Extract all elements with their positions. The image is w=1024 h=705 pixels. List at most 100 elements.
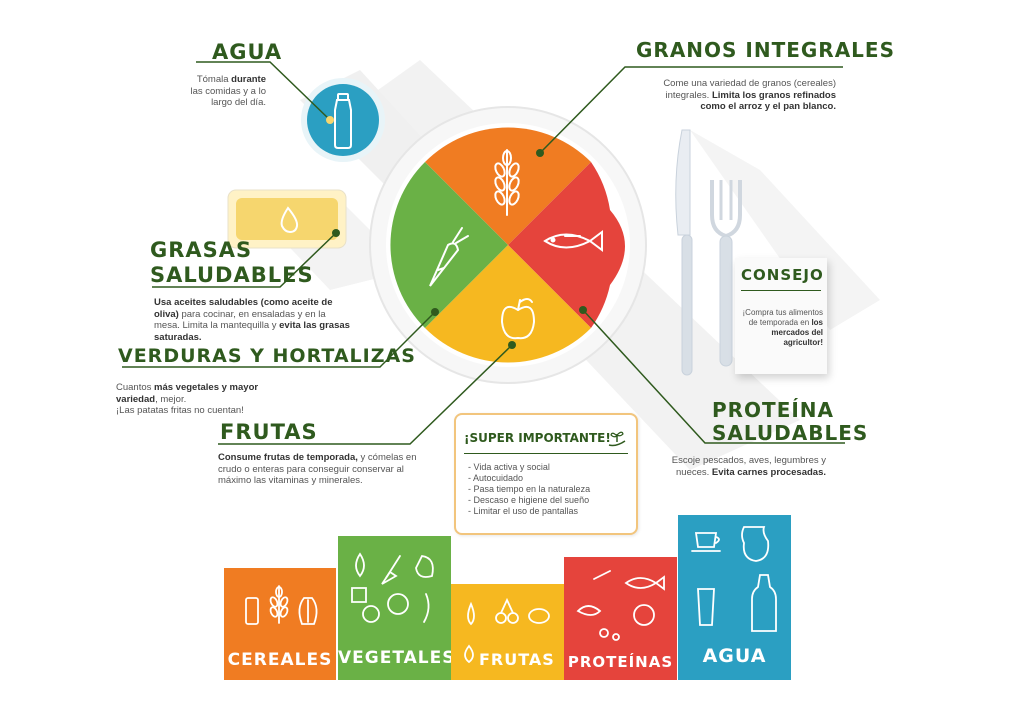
fruit-section — [425, 245, 591, 363]
frutas-text-bold: Consume frutas de temporada, — [218, 452, 358, 463]
grasas-text-bold1: Usa aceites saludables (como aceite de o… — [154, 297, 333, 320]
bar-proteinas: PROTEÍNAS — [564, 557, 677, 680]
vegetales-icons — [351, 552, 434, 623]
carrot-icon — [429, 227, 469, 287]
eggplant-icon — [362, 605, 380, 623]
grasas-text: Usa aceites saludables (como aceite de o… — [154, 297, 354, 343]
frutas-text: Consume frutas de temporada, y cómelas e… — [218, 452, 428, 487]
bar-label-cereales: CEREALES — [227, 650, 333, 670]
dot-verduras — [431, 308, 439, 316]
list-item: - Limitar el uso de pantallas — [468, 506, 579, 516]
agua-text: Tómala durante las comidas y a lo largo … — [190, 74, 266, 109]
verduras-text-bold: más vegetales y mayor variedad — [116, 382, 259, 405]
agua-icons — [691, 526, 777, 632]
frutas-text-rest: y cómelas en crudo o enteras para conseg… — [218, 452, 417, 486]
dot-granos — [536, 149, 544, 157]
dot-frutas — [508, 341, 516, 349]
bar-vegetales: VEGETALES — [338, 536, 456, 680]
chicken-icon — [576, 605, 602, 616]
bar-label-frutas: FRUTAS — [479, 650, 555, 669]
granos-text-bold: Limita los granos refinados como el arro… — [700, 89, 836, 113]
consejo-text: ¡Compra tus alimentos de temporada en lo… — [739, 308, 823, 348]
proteina-text: Escoje pescados, aves, legumbres y nuece… — [650, 455, 826, 478]
nuts-icon — [599, 628, 609, 638]
water-bottle-icon — [334, 93, 352, 149]
agua-text-bold: durante — [231, 74, 266, 85]
connector-lines — [122, 61, 845, 445]
protein-section — [508, 162, 625, 328]
consejo-card: CONSEJO ¡Compra tus alimentos de tempora… — [735, 258, 827, 374]
grasas-title-line2: SALUDABLES — [150, 263, 314, 287]
verduras-text-mid: , mejor. — [155, 393, 187, 405]
breadstick-icon — [245, 597, 259, 625]
bar-frutas: FRUTAS — [451, 584, 564, 680]
consejo-text-pre: ¡Compra tus alimentos de temporada en — [742, 308, 823, 327]
plant-hand-icon — [608, 431, 626, 447]
agua-text-pre: Tómala — [196, 74, 232, 85]
cucumber-icon — [423, 593, 430, 623]
corn-icon — [298, 597, 318, 625]
fork-icon — [710, 180, 742, 367]
fish-icon — [543, 230, 603, 252]
super-importante-list: - Vida activa y social - Autocuidado - P… — [468, 462, 590, 517]
verduras-title: VERDURAS Y HORTALIZAS — [118, 345, 416, 367]
wheat-icon — [494, 149, 520, 216]
bar-label-proteinas: PROTEÍNAS — [567, 653, 674, 671]
proteina-title-line1: PROTEÍNA — [712, 398, 835, 422]
super-importante-title: ¡SUPER IMPORTANTE! — [464, 431, 611, 445]
proteina-text-pre: Escoje pescados, aves, legumbres y nuece… — [671, 455, 826, 478]
agua-title: AGUA — [212, 40, 283, 64]
legumes-icon — [633, 604, 655, 626]
granos-title: GRANOS INTEGRALES — [636, 38, 895, 62]
grasas-title-line1: GRASAS — [150, 238, 253, 262]
list-item: - Descaso e higiene del sueño — [468, 495, 590, 505]
butter-dish — [227, 189, 347, 249]
fish-icon — [624, 577, 658, 589]
proteina-text-bold: Evita carnes procesadas. — [711, 466, 826, 478]
granos-text: Come una variedad de granos (cereales) i… — [650, 78, 836, 113]
verduras-text-line3: ¡Las patatas fritas no cuentan! — [116, 405, 244, 416]
drop-icon — [280, 206, 299, 234]
jug-icon — [741, 526, 770, 562]
onion-icon — [355, 552, 365, 578]
dot-grasas — [332, 229, 340, 237]
list-item: - Pasa tiempo en la naturaleza — [468, 484, 591, 494]
bar-label-vegetales: VEGETALES — [338, 648, 456, 668]
bottle-icon — [751, 574, 777, 632]
pear-icon — [467, 601, 475, 626]
consejo-text-bold: los mercados del agricultor! — [771, 318, 823, 347]
lemon-icon — [528, 608, 550, 624]
super-importante-box: ¡SUPER IMPORTANTE! - Vida activa y socia… — [454, 413, 638, 535]
bar-label-agua: AGUA — [702, 645, 767, 667]
granos-text-pre: Come una variedad de granos (cereales) i… — [663, 78, 836, 101]
agua-text-rest: las comidas y a lo largo del día. — [190, 85, 266, 109]
glass-icon — [697, 588, 715, 626]
proteinas-icons — [576, 570, 665, 641]
bar-agua: AGUA — [678, 515, 791, 680]
cherry-icon — [495, 612, 507, 624]
apple-icon — [500, 298, 536, 340]
dot-agua — [326, 116, 334, 124]
list-item: - Autocuidado — [468, 473, 524, 483]
consejo-rule — [741, 290, 821, 291]
verduras-text-pre: Cuantos — [116, 382, 155, 393]
frutas-icons — [464, 597, 550, 664]
apple-icon — [464, 644, 474, 664]
water-disc — [307, 84, 379, 156]
consejo-title: CONSEJO — [741, 266, 824, 284]
list-item: - Vida activa y social — [468, 462, 550, 472]
dot-proteina — [579, 306, 587, 314]
verduras-text: Cuantos más vegetales y mayor variedad, … — [116, 382, 286, 417]
frutas-title: FRUTAS — [220, 420, 318, 444]
cutlery-shadow — [690, 130, 880, 330]
knife-meat-icon — [593, 570, 611, 580]
lettuce-icon — [415, 555, 434, 578]
super-importante-rule — [464, 453, 628, 454]
bar-cereales: CEREALES — [224, 568, 336, 680]
knife-icon — [675, 129, 693, 376]
tomato-icon — [387, 593, 409, 615]
grasas-text-mid: para cocinar, en ensaladas y en la mesa.… — [154, 308, 326, 332]
grasas-text-bold2: evita las grasas saturadas. — [154, 320, 350, 343]
pepper-icon — [351, 587, 367, 603]
